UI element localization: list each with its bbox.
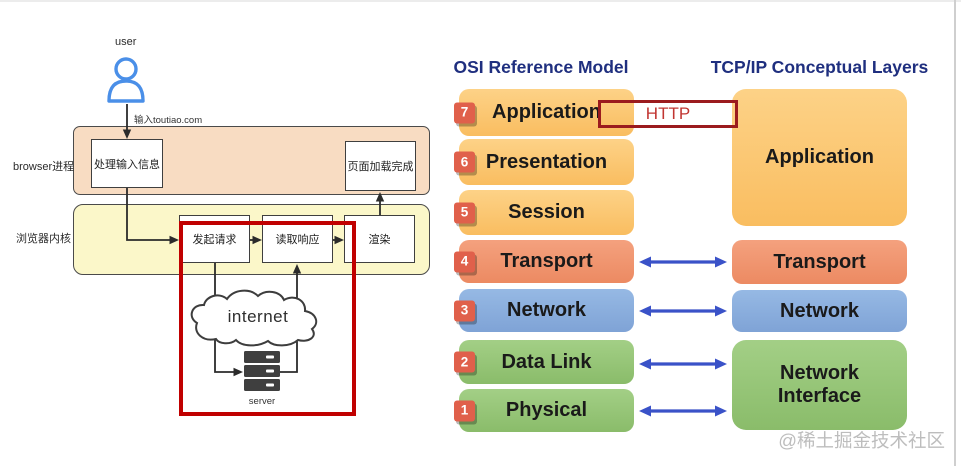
- osi-layer-presentation: 6 Presentation: [454, 139, 634, 185]
- layer-exchange-arrows: [648, 260, 718, 413]
- osi-layer-number: 2: [454, 351, 475, 373]
- page-loaded-box: 页面加载完成: [345, 141, 416, 191]
- tcpip-layer-transport: Transport: [732, 240, 907, 284]
- tcpip-layer-label: Network: [780, 299, 859, 322]
- server-icon: [244, 351, 280, 391]
- tcpip-layer-application: Application: [732, 89, 907, 226]
- tcpip-layer-label: Application: [765, 146, 874, 168]
- http-annotation-frame: HTTP: [598, 100, 738, 128]
- page-right-edge: [954, 0, 956, 466]
- tcpip-layer-label: Network Interface: [777, 362, 862, 407]
- osi-layer-number: 6: [454, 151, 475, 173]
- osi-layer-datalink: 2 Data Link: [454, 340, 634, 384]
- osi-layer-label: Presentation: [485, 150, 608, 173]
- browser-kernel-label: 浏览器内核: [16, 233, 71, 245]
- network-path-highlight-frame: [179, 221, 356, 416]
- process-input-box: 处理输入信息: [91, 139, 163, 188]
- browser-process-label: browser进程: [13, 161, 75, 173]
- osi-layer-network: 3 Network: [454, 289, 634, 332]
- input-url-label: 输入toutiao.com: [134, 115, 203, 126]
- osi-layer-label: Physical: [505, 399, 588, 421]
- user-icon: [107, 57, 145, 103]
- osi-layer-physical: 1 Physical: [454, 389, 634, 432]
- tcpip-column-title: TCP/IP Conceptual Layers: [710, 57, 929, 77]
- osi-layer-label: Data Link: [501, 350, 592, 373]
- osi-layer-transport: 4 Transport: [454, 240, 634, 283]
- page-top-edge: [0, 0, 961, 2]
- osi-layer-number: 7: [454, 102, 475, 123]
- layer-exchange-arrowheads: [639, 256, 727, 417]
- tcpip-layer-network-interface: Network Interface: [732, 340, 907, 430]
- watermark: @稀土掘金技术社区: [778, 430, 945, 451]
- osi-layer-number: 1: [454, 400, 475, 421]
- flow-arrowheads: [122, 129, 385, 377]
- osi-layer-label: Transport: [500, 250, 593, 272]
- tcpip-layer-network: Network: [732, 290, 907, 332]
- http-label: HTTP: [645, 104, 691, 123]
- tcpip-layer-label: Transport: [773, 250, 866, 273]
- osi-layer-number: 4: [454, 251, 475, 272]
- osi-layer-label: Application: [492, 101, 601, 123]
- osi-layer-label: Session: [508, 201, 585, 223]
- osi-layer-number: 3: [454, 300, 475, 321]
- user-label: user: [115, 36, 137, 48]
- osi-layer-label: Network: [507, 299, 586, 321]
- internet-label: internet: [227, 307, 289, 326]
- internet-cloud-shape: [190, 289, 318, 347]
- osi-layer-application: 7 Application: [454, 89, 634, 136]
- server-label: server: [248, 396, 276, 407]
- osi-layer-number: 5: [454, 202, 475, 223]
- osi-layer-session: 5 Session: [454, 190, 634, 235]
- osi-column-title: OSI Reference Model: [453, 57, 629, 77]
